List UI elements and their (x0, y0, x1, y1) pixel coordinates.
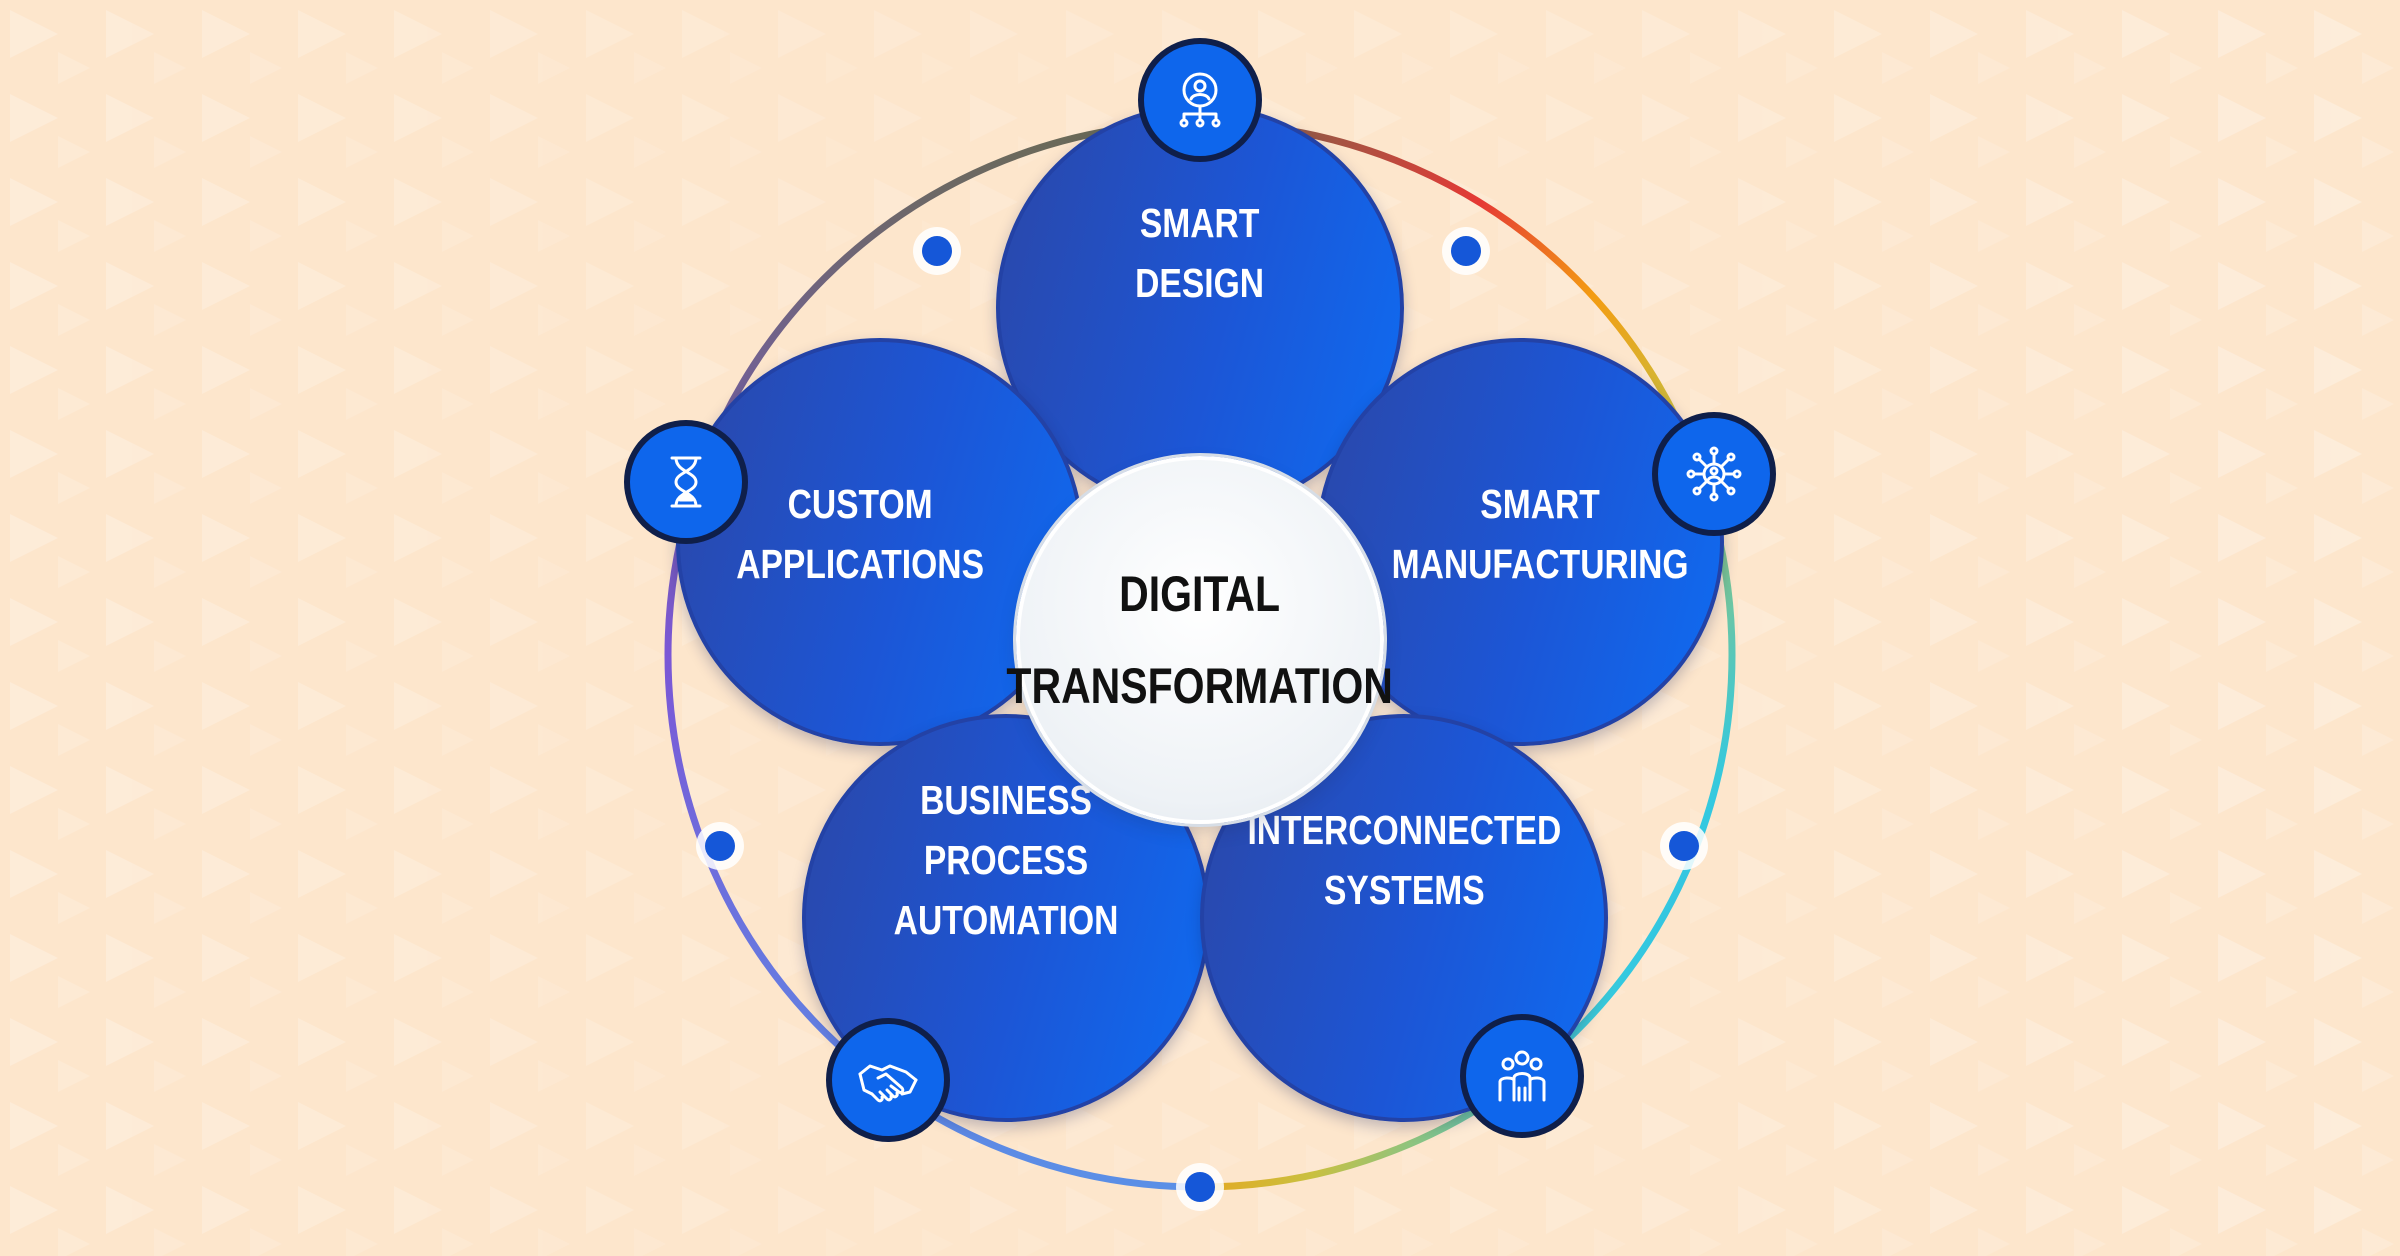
petal-label-line: APPLICATIONS (736, 541, 984, 587)
petal-label-line: DESIGN (1135, 260, 1265, 306)
center-title-line1: DIGITAL (1119, 566, 1281, 622)
center-circle: DIGITAL TRANSFORMATION (1007, 456, 1393, 824)
petal-label-line: AUTOMATION (893, 897, 1119, 943)
org-chart-person-icon (1138, 38, 1262, 162)
network-hub-person-icon (1652, 412, 1776, 536)
petal-label-line: SYSTEMS (1323, 867, 1485, 913)
petal-label-line: SMART (1140, 200, 1260, 246)
hourglass-icon (624, 420, 748, 544)
team-people-icon (1460, 1014, 1584, 1138)
petal-label-line: MANUFACTURING (1391, 541, 1689, 587)
petal-smart-manufacturing: SMART MANUFACTURING (1316, 338, 1724, 746)
ring-dot-right (1660, 822, 1708, 870)
petal-label-line: INTERCONNECTED (1247, 807, 1561, 853)
handshake-icon (826, 1018, 950, 1142)
petal-label-line: SMART (1480, 481, 1600, 527)
petal-custom-applications: CUSTOM APPLICATIONS (676, 338, 1084, 746)
petal-label-line: CUSTOM (787, 481, 933, 527)
petal-label-line: BUSINESS (920, 777, 1092, 823)
ring-dot-bottom (1176, 1163, 1224, 1211)
petal-label-line: PROCESS (923, 837, 1089, 883)
ring-dot-top-left (913, 227, 961, 275)
center-title-line2: TRANSFORMATION (1006, 658, 1394, 714)
ring-dot-left (696, 822, 744, 870)
ring-dot-top-right (1442, 227, 1490, 275)
